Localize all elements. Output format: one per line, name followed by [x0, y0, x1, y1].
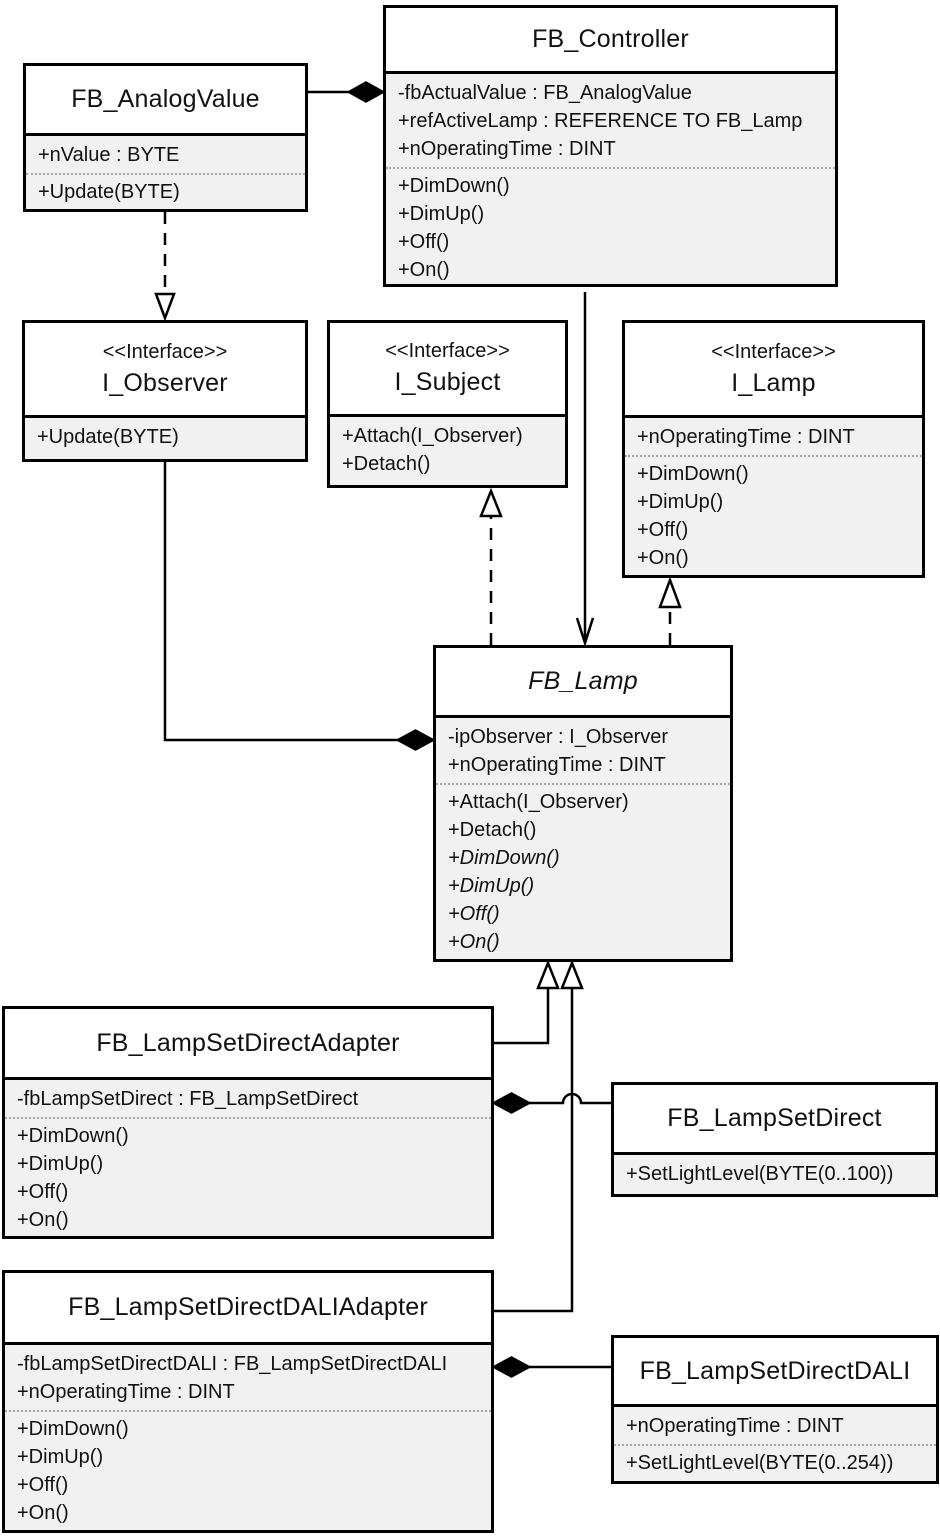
- class-fb-lampsetdirectdali: FB_LampSetDirectDALI +nOperatingTime : D…: [611, 1335, 939, 1484]
- member-divider: [625, 455, 922, 457]
- class-title: FB_LampSetDirectDALI: [614, 1338, 936, 1407]
- attribute: +nOperatingTime : DINT: [398, 138, 616, 160]
- method: +Detach(): [448, 819, 537, 841]
- class-title-text: FB_LampSetDirectAdapter: [96, 1028, 400, 1057]
- method: +SetLightLevel(BYTE(0..100)): [626, 1163, 894, 1185]
- method: +Off(): [637, 519, 689, 541]
- method: +SetLightLevel(BYTE(0..254)): [626, 1452, 894, 1474]
- interface-title: <<Interface>> I_Subject: [330, 323, 565, 417]
- interface-title-text: I_Subject: [394, 368, 501, 396]
- member-divider: [26, 173, 305, 175]
- class-members: -fbLampSetDirectDALI : FB_LampSetDirectD…: [5, 1345, 491, 1530]
- interface-i-observer: <<Interface>> I_Observer +Update(BYTE): [22, 320, 308, 462]
- attribute: +nOperatingTime : DINT: [626, 1415, 844, 1437]
- connector-controller-lamp-association: [575, 292, 595, 648]
- connector-analogvalue-observer-realization: [154, 212, 176, 322]
- attribute: +nOperatingTime : DINT: [17, 1381, 235, 1403]
- abstract-method: +On(): [448, 931, 500, 953]
- method: +Attach(I_Observer): [448, 791, 629, 813]
- attribute: +nValue : BYTE: [38, 144, 180, 166]
- method: +Off(): [17, 1181, 69, 1203]
- connector-daliadapter-lamp-generalization: [494, 959, 584, 1313]
- class-fb-lampsetdirectadapter: FB_LampSetDirectAdapter -fbLampSetDirect…: [2, 1006, 494, 1239]
- class-title: FB_LampSetDirect: [614, 1085, 935, 1155]
- interface-i-subject: <<Interface>> I_Subject +Attach(I_Observ…: [327, 320, 568, 488]
- method: +Off(): [17, 1474, 69, 1496]
- member-divider: [436, 783, 730, 785]
- connector-adapter-lampsetdirect-composition: [491, 1092, 611, 1114]
- attribute: -ipObserver : I_Observer: [448, 726, 669, 748]
- class-title-text: FB_Controller: [532, 25, 689, 53]
- class-members: +nValue : BYTE +Update(BYTE): [26, 136, 305, 209]
- class-fb-lampsetdirect: FB_LampSetDirect +SetLightLevel(BYTE(0..…: [611, 1082, 938, 1197]
- interface-members: +Update(BYTE): [25, 418, 305, 459]
- method: +DimDown(): [17, 1418, 129, 1440]
- method: +On(): [398, 259, 450, 281]
- interface-i-lamp: <<Interface>> I_Lamp +nOperatingTime : D…: [622, 320, 925, 578]
- class-fb-lampsetdirectdaliadapter: FB_LampSetDirectDALIAdapter -fbLampSetDi…: [2, 1270, 494, 1533]
- interface-title-text: I_Observer: [102, 368, 228, 397]
- connector-analogvalue-controller-composition: [308, 81, 386, 103]
- class-title-text: FB_LampSetDirect: [667, 1104, 882, 1132]
- interface-members: +Attach(I_Observer) +Detach(): [330, 417, 565, 485]
- member-divider: [386, 167, 835, 169]
- method: +Off(): [398, 231, 450, 253]
- abstract-method: +DimDown(): [448, 847, 560, 869]
- interface-stereotype: <<Interface>>: [711, 340, 836, 363]
- member-divider: [5, 1117, 491, 1119]
- method: +DimDown(): [398, 175, 510, 197]
- class-title: FB_LampSetDirectAdapter: [5, 1009, 491, 1080]
- interface-title-text: I_Lamp: [731, 368, 816, 397]
- method: +DimUp(): [17, 1446, 104, 1468]
- interface-title: <<Interface>> I_Lamp: [625, 323, 922, 418]
- class-members: +nOperatingTime : DINT +SetLightLevel(BY…: [614, 1407, 936, 1481]
- class-title: FB_AnalogValue: [26, 66, 305, 136]
- method: +Update(BYTE): [38, 181, 180, 203]
- class-fb-controller: FB_Controller -fbActualValue : FB_Analog…: [383, 5, 838, 287]
- abstract-method: +DimUp(): [448, 875, 535, 897]
- class-title-text: FB_Lamp: [528, 667, 638, 695]
- class-title-text: FB_LampSetDirectDALIAdapter: [68, 1293, 428, 1321]
- class-fb-lamp: FB_Lamp -ipObserver : I_Observer +nOpera…: [433, 645, 733, 962]
- attribute: +nOperatingTime : DINT: [637, 426, 855, 448]
- attribute: +nOperatingTime : DINT: [448, 754, 666, 776]
- interface-title: <<Interface>> I_Observer: [25, 323, 305, 418]
- class-members: -ipObserver : I_Observer +nOperatingTime…: [436, 718, 730, 959]
- method: +On(): [17, 1502, 69, 1524]
- method: +DimDown(): [17, 1125, 129, 1147]
- class-fb-analogvalue: FB_AnalogValue +nValue : BYTE +Update(BY…: [23, 63, 308, 212]
- attribute: +refActiveLamp : REFERENCE TO FB_Lamp: [398, 110, 803, 132]
- class-title: FB_Lamp: [436, 648, 730, 718]
- method: +DimUp(): [637, 491, 724, 513]
- class-members: +SetLightLevel(BYTE(0..100)): [614, 1155, 935, 1194]
- attribute: -fbLampSetDirect : FB_LampSetDirect: [17, 1088, 359, 1110]
- method: +Attach(I_Observer): [342, 425, 523, 447]
- attribute: -fbActualValue : FB_AnalogValue: [398, 82, 692, 104]
- class-title: FB_LampSetDirectDALIAdapter: [5, 1273, 491, 1345]
- method: +On(): [637, 547, 689, 569]
- method: +Update(BYTE): [37, 426, 179, 448]
- interface-stereotype: <<Interface>>: [102, 340, 228, 363]
- connector-lamp-subject-realization: [479, 487, 503, 645]
- connector-daliadapter-lampsetdirectdali-composition: [491, 1356, 611, 1378]
- class-members: -fbActualValue : FB_AnalogValue +refActi…: [386, 74, 835, 284]
- method: +On(): [17, 1209, 69, 1231]
- attribute: -fbLampSetDirectDALI : FB_LampSetDirectD…: [17, 1353, 448, 1375]
- interface-members: +nOperatingTime : DINT +DimDown() +DimUp…: [625, 418, 922, 575]
- method: +DimDown(): [637, 463, 749, 485]
- class-title: FB_Controller: [386, 8, 835, 74]
- connector-observer-lamp-composition: [163, 462, 436, 751]
- method: +DimUp(): [17, 1153, 104, 1175]
- interface-stereotype: <<Interface>>: [385, 340, 510, 362]
- member-divider: [614, 1444, 936, 1446]
- abstract-method: +Off(): [448, 903, 500, 925]
- class-title-text: FB_AnalogValue: [71, 85, 260, 113]
- method: +Detach(): [342, 453, 431, 475]
- member-divider: [5, 1410, 491, 1412]
- class-members: -fbLampSetDirect : FB_LampSetDirect +Dim…: [5, 1080, 491, 1236]
- connector-adapter-lamp-generalization: [494, 959, 560, 1045]
- connector-lamp-ilamp-realization: [658, 576, 682, 645]
- method: +DimUp(): [398, 203, 485, 225]
- class-title-text: FB_LampSetDirectDALI: [639, 1356, 911, 1385]
